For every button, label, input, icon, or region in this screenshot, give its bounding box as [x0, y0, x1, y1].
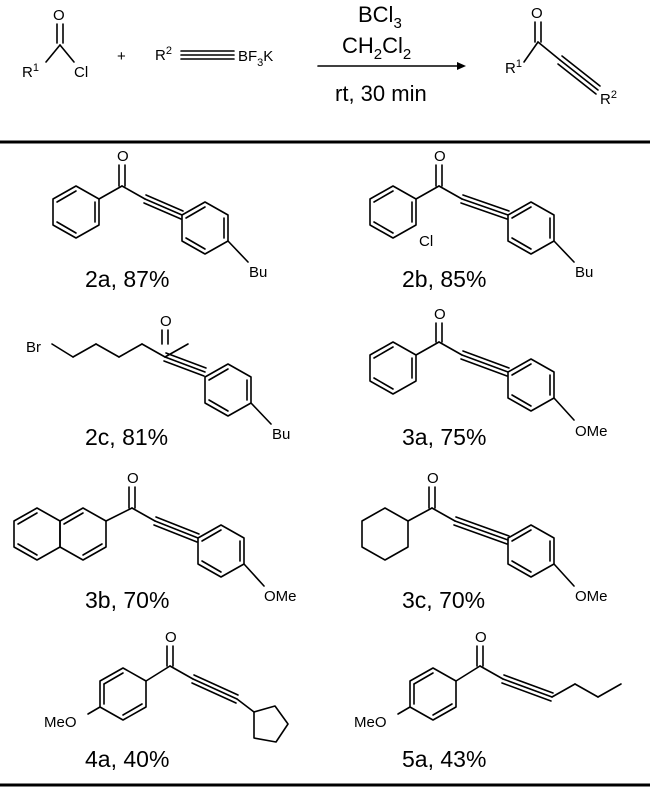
compound-4a: O MeO: [44, 629, 289, 743]
atom-label: R1: [505, 58, 522, 77]
reagent-label: BCl3: [358, 2, 402, 32]
compound-3b: O OMe: [13, 470, 297, 605]
compound-3a: O OMe: [369, 306, 608, 440]
compound-label: 3b, 70%: [85, 587, 169, 613]
atom-label: Cl: [74, 64, 88, 81]
compound-2b: O Cl Bu: [369, 148, 593, 281]
atom-label: O: [165, 629, 177, 646]
atom-label: Bu: [249, 264, 267, 281]
atom-label: BF3K: [238, 48, 273, 69]
atom-label: O: [531, 5, 543, 22]
atom-label: Cl: [419, 233, 433, 250]
conditions-label: rt, 30 min: [335, 81, 427, 106]
atom-label: O: [53, 7, 65, 24]
atom-label: OMe: [575, 588, 608, 605]
compound-label: 2c, 81%: [85, 424, 168, 450]
atom-label: O: [117, 148, 129, 165]
product-ynone: O R1 R2: [505, 5, 617, 108]
compound-3c: O OMe: [361, 470, 608, 605]
atom-label: Bu: [272, 426, 290, 443]
solvent-label: CH2Cl2: [342, 33, 411, 63]
compound-5a: O MeO: [354, 629, 622, 731]
compound-label: 3c, 70%: [402, 587, 485, 613]
atom-label: MeO: [354, 714, 387, 731]
atom-label: OMe: [575, 423, 608, 440]
compound-label: 4a, 40%: [85, 746, 169, 772]
compound-2c: Br O Bu: [26, 313, 290, 443]
reaction-arrow: [317, 62, 466, 70]
atom-label: OMe: [264, 588, 297, 605]
compound-2a: O Bu: [52, 148, 267, 281]
atom-label: O: [127, 470, 139, 487]
atom-label: R1: [22, 62, 39, 81]
compound-label: 5a, 43%: [402, 746, 486, 772]
atom-label: MeO: [44, 714, 77, 731]
atom-label: Bu: [575, 264, 593, 281]
atom-label: O: [427, 470, 439, 487]
atom-label: O: [160, 313, 172, 330]
atom-label: R2: [155, 45, 172, 64]
atom-label: O: [475, 629, 487, 646]
compound-label: 3a, 75%: [402, 424, 486, 450]
atom-label: O: [434, 306, 446, 323]
compound-label: 2a, 87%: [85, 266, 169, 292]
plus-sign: +: [117, 48, 126, 65]
atom-label: Br: [26, 339, 41, 356]
atom-label: R2: [600, 89, 617, 108]
reactant-alkynyl-trifluoroborate: R2 BF3K: [155, 45, 273, 69]
compound-label: 2b, 85%: [402, 266, 486, 292]
reactant-acyl-chloride: O R1 Cl: [22, 7, 88, 81]
atom-label: O: [434, 148, 446, 165]
